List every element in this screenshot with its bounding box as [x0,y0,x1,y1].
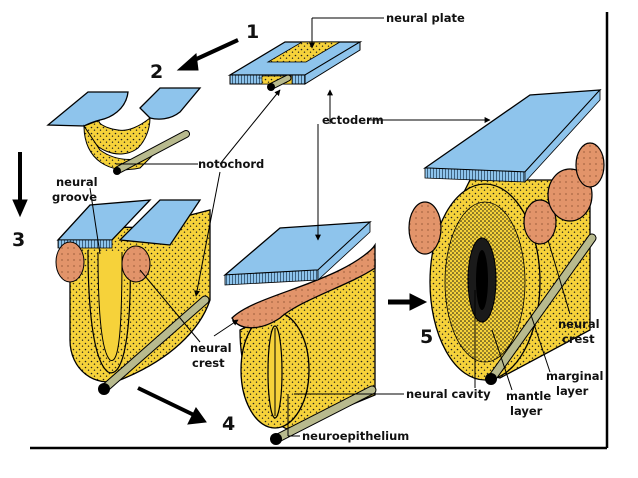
label-neural-groove-line2: groove [52,190,97,204]
label-neural-cavity: neural cavity [406,387,491,401]
stage-4-neural-tube-drawing [223,221,377,445]
leader-lines [89,17,571,437]
label-marginal-layer-line1: marginal [546,369,603,383]
label-neural-groove-line1: neural [56,175,98,189]
stage-number-3: 3 [12,229,25,251]
label-marginal-layer-line2: layer [556,384,589,398]
label-neural-crest-right-line2: crest [562,332,595,346]
label-mantle-layer-line2: layer [510,404,543,418]
stage-3-neural-groove-drawing [55,199,211,395]
stage-number-5: 5 [420,326,433,348]
stage-number-1: 1 [246,21,259,43]
label-notochord: notochord [198,157,264,171]
label-neural-crest-right-line1: neural [558,317,600,331]
label-neural-plate: neural plate [386,11,465,25]
label-neuroepithelium: neuroepithelium [302,429,409,443]
stage-number-2: 2 [150,61,163,83]
arrow-3-to-4 [137,386,197,418]
label-mantle-layer-line1: mantle [506,389,551,403]
stage-number-4: 4 [222,413,235,435]
arrow-1-to-2 [189,38,239,64]
label-ectoderm: ectoderm [322,113,384,127]
label-neural-crest-left-line2: crest [192,356,225,370]
stage-2-neural-fold-drawing [46,87,202,175]
stage-1-neural-plate-drawing [227,41,363,91]
stage-transition-arrows [12,38,428,425]
label-neural-crest-left-line1: neural [190,341,232,355]
stage-5-mature-neural-tube-drawing [408,88,605,385]
